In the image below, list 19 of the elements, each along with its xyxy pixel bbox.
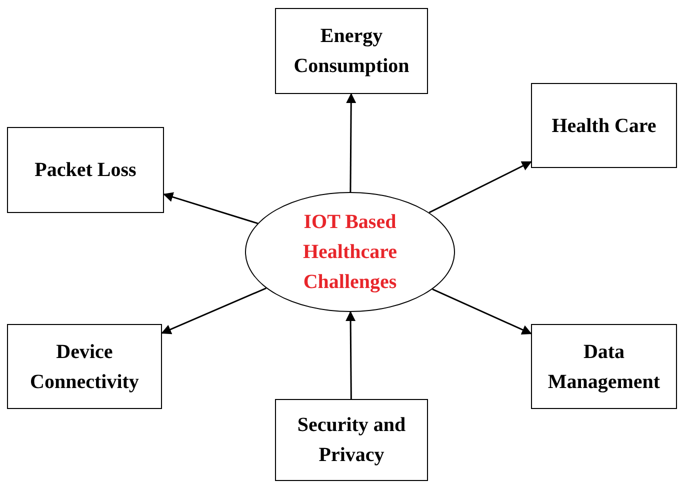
box-label: Packet Loss: [34, 158, 138, 183]
challenge-box: [275, 399, 428, 481]
box-label: Device Connectivity: [29, 340, 140, 394]
arrow: [346, 93, 356, 192]
arrow: [161, 287, 266, 334]
challenge-box: [531, 324, 677, 409]
box-label: Health Care: [550, 114, 658, 138]
arrow: [428, 161, 532, 214]
challenge-box: [7, 127, 164, 213]
arrow: [346, 311, 356, 399]
arrow: [163, 192, 258, 224]
box-label: Security and Privacy: [296, 413, 407, 468]
box-label: Data Management: [546, 340, 662, 394]
box-label: Energy Consumption: [292, 24, 410, 79]
challenge-box: [531, 83, 677, 168]
arrow: [432, 288, 532, 334]
challenge-box: [7, 324, 162, 409]
central-topic: IOT Based Healthcare Challenges: [302, 210, 398, 295]
challenge-box: [275, 8, 428, 94]
